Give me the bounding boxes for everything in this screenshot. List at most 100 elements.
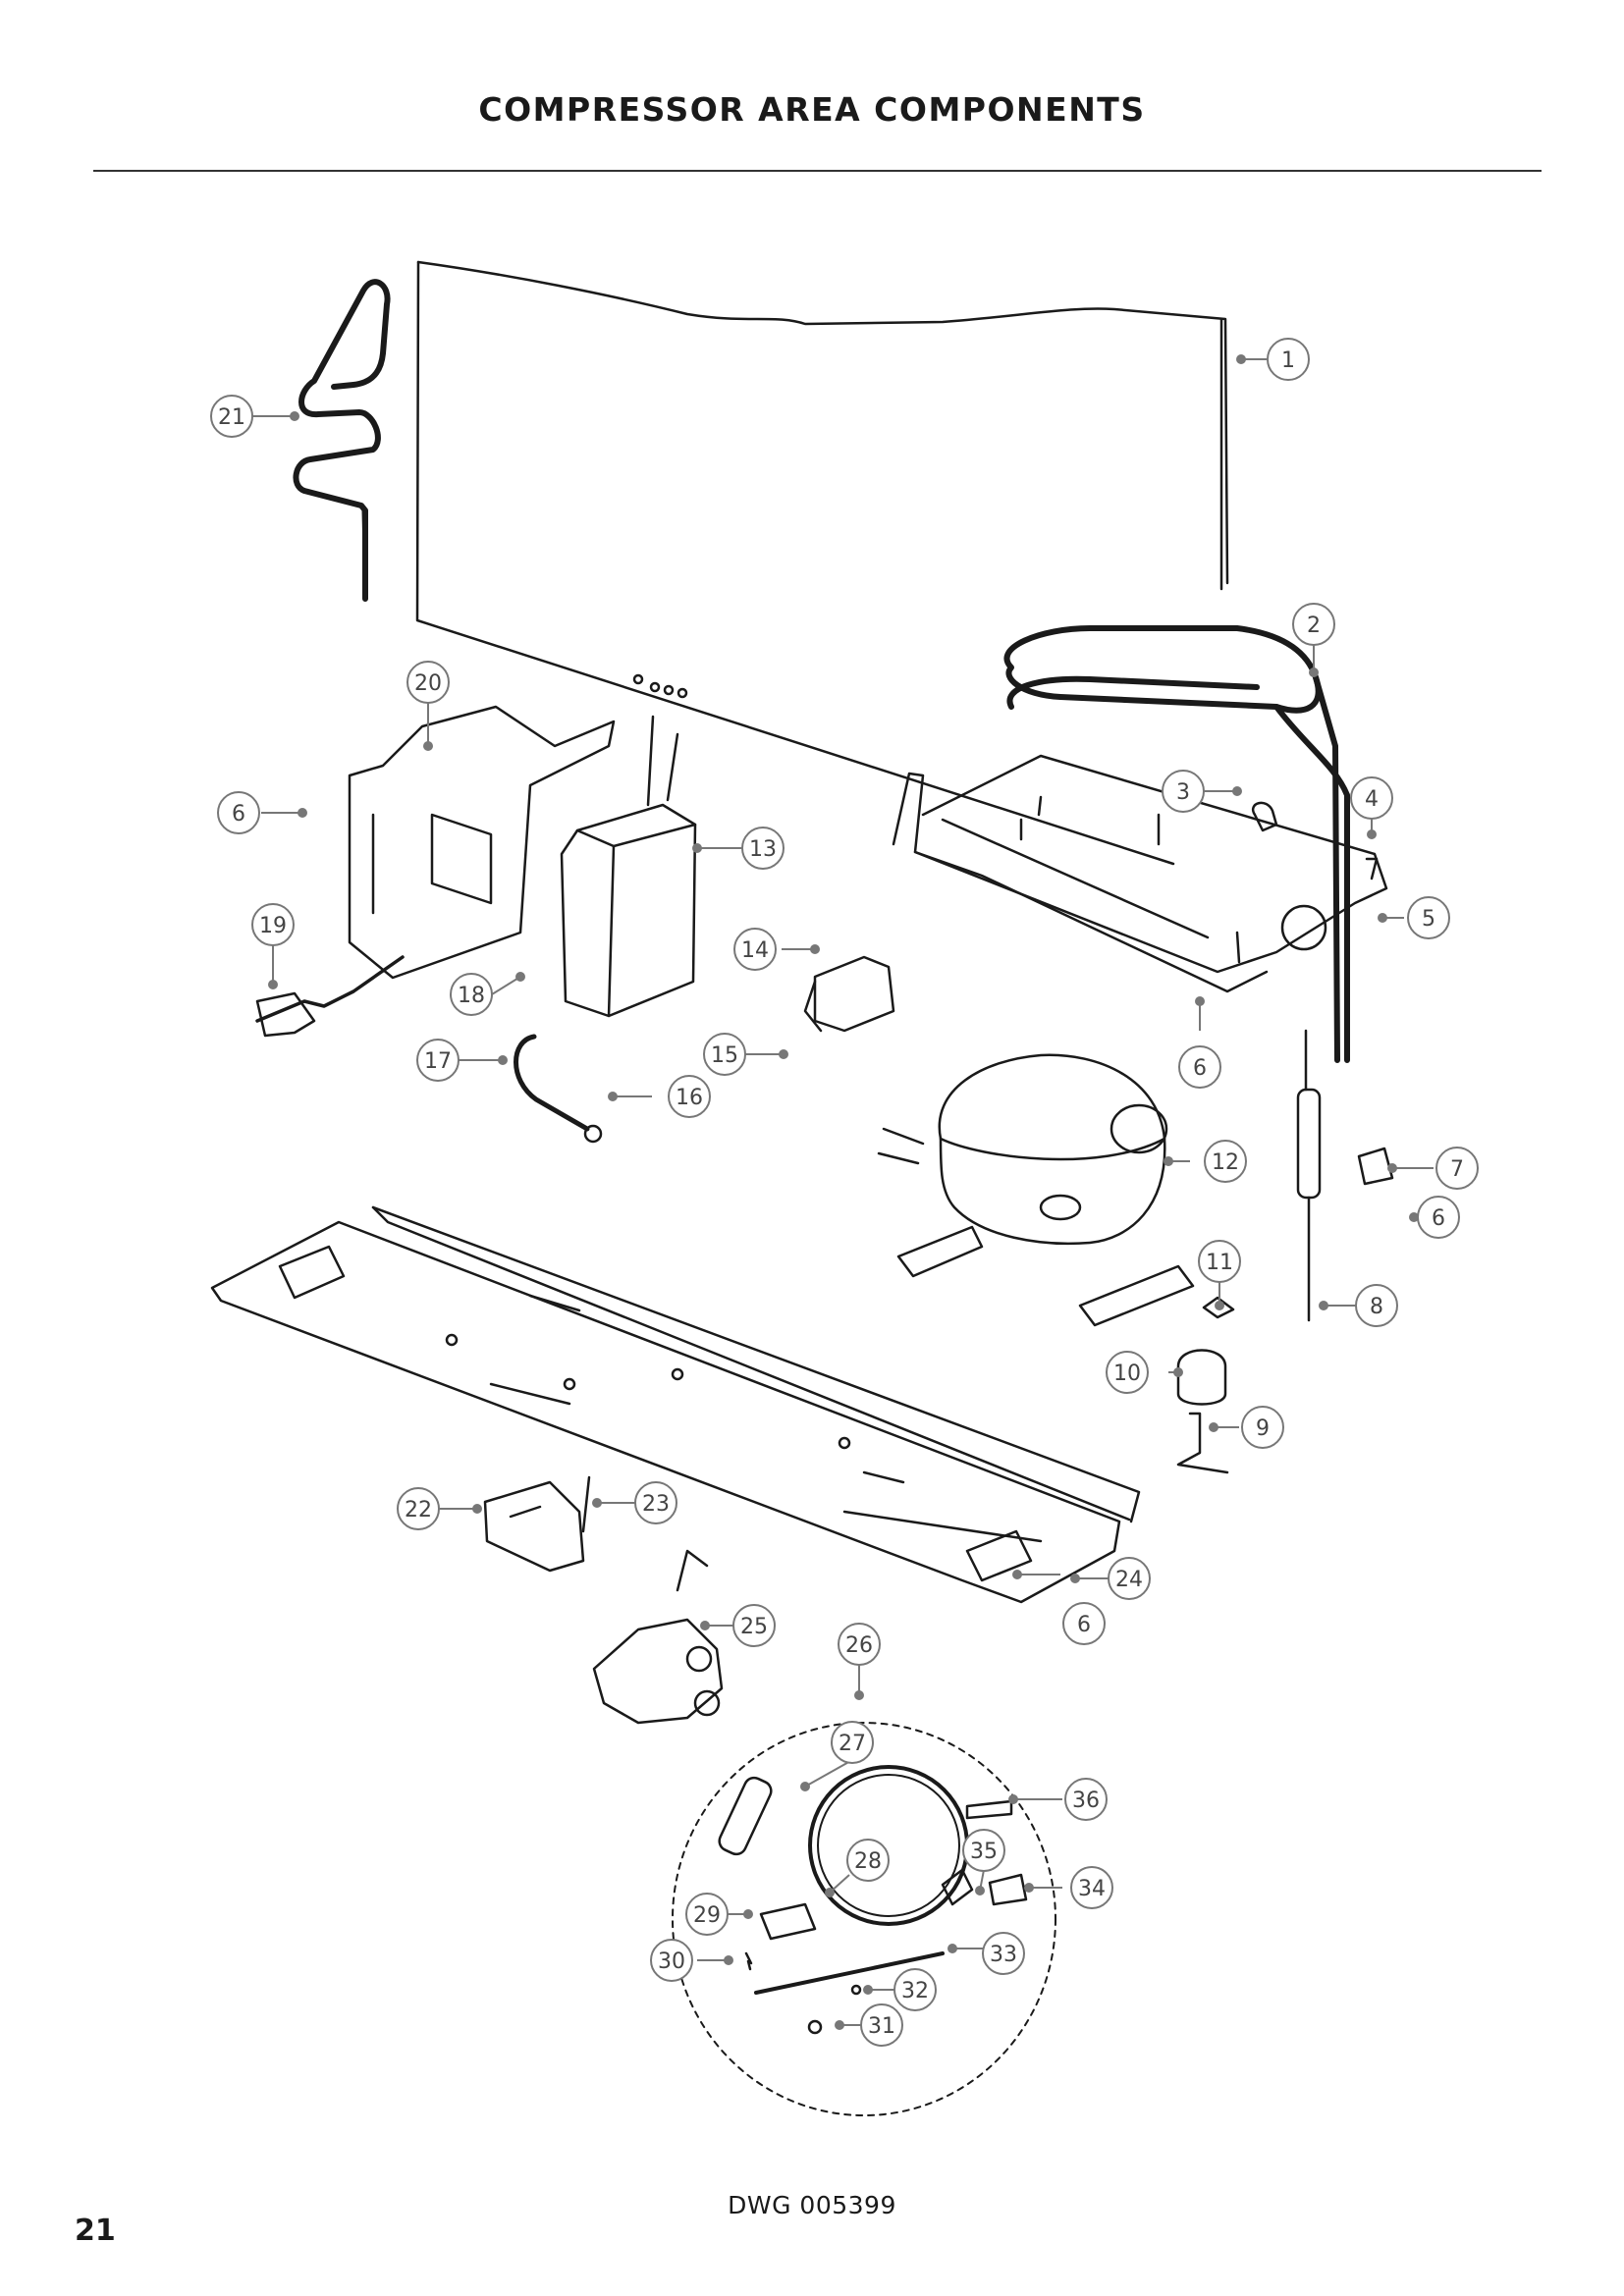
callout-bubble (1417, 1196, 1460, 1239)
callout-bubble (1064, 1778, 1108, 1821)
callout-number: 25 (740, 1615, 768, 1639)
callout-25: 25 (732, 1604, 776, 1647)
callout-number: 5 (1422, 907, 1435, 932)
part-27-filter (718, 1776, 773, 1856)
callout-number: 36 (1072, 1789, 1100, 1813)
callout-10: 10 (1106, 1351, 1149, 1394)
callout-number: 35 (970, 1840, 998, 1864)
part-28-tubing (808, 1765, 969, 1926)
callout-number: 10 (1113, 1362, 1141, 1386)
callout-bubble (217, 791, 260, 834)
callout-6: 6 (1062, 1602, 1106, 1645)
part-12-compressor (877, 1053, 1195, 1327)
callout-bubble (982, 1932, 1025, 1975)
callout-number: 31 (868, 2014, 895, 2039)
callout-bubble (1407, 896, 1450, 939)
part-33-rod (754, 1951, 945, 1995)
part-32-clip (850, 1984, 862, 1996)
callout-bubble (893, 1968, 937, 2011)
callout-number: 16 (676, 1086, 703, 1110)
part-35-clip (941, 1868, 974, 1906)
callout-number: 19 (259, 914, 287, 938)
callout-bubble (450, 973, 493, 1016)
callout-bubble (1108, 1557, 1151, 1600)
callout-number: 29 (693, 1903, 721, 1928)
callout-number: 27 (839, 1732, 866, 1756)
callout-number: 4 (1365, 787, 1379, 812)
callout-bubble (741, 827, 785, 870)
callout-7: 7 (1435, 1147, 1479, 1190)
callout-bubble (846, 1839, 890, 1882)
callout-number: 28 (854, 1849, 882, 1874)
callout-number: 6 (1193, 1056, 1207, 1081)
callout-number: 13 (749, 837, 777, 862)
page-number: 21 (75, 2214, 116, 2248)
callout-21: 21 (210, 395, 253, 438)
callout-11: 11 (1198, 1240, 1241, 1283)
part-20-control-box (348, 705, 616, 980)
part-36-fitting (965, 1799, 1013, 1820)
callout-bubble (732, 1604, 776, 1647)
callout-22: 22 (397, 1487, 440, 1530)
callout-bubble (668, 1075, 711, 1118)
callout-number: 26 (845, 1633, 873, 1658)
callout-30: 30 (650, 1939, 693, 1982)
callout-12: 12 (1204, 1140, 1247, 1183)
callout-33: 33 (982, 1932, 1025, 1975)
part-9-valve (1176, 1412, 1229, 1474)
part-7-clip (1357, 1147, 1394, 1186)
part-24-base-frame (210, 1205, 1141, 1604)
callout-number: 20 (414, 671, 442, 696)
callout-number: 6 (232, 802, 245, 827)
callout-36: 36 (1064, 1778, 1108, 1821)
callout-number: 2 (1307, 614, 1321, 638)
part-1-rear-panel (415, 260, 1229, 866)
callout-20: 20 (406, 661, 450, 704)
callout-3: 3 (1162, 770, 1205, 813)
callout-number: 22 (405, 1498, 432, 1522)
callout-bubble (685, 1893, 729, 1936)
callout-bubble (1178, 1045, 1221, 1089)
callout-bubble (1267, 338, 1310, 381)
callout-bubble (962, 1829, 1005, 1872)
callout-26: 26 (838, 1623, 881, 1666)
callout-31: 31 (860, 2003, 903, 2047)
callout-6: 6 (217, 791, 260, 834)
callout-number: 24 (1115, 1568, 1143, 1592)
callout-bubble (1162, 770, 1205, 813)
part-10-cushion (1176, 1349, 1227, 1406)
title-divider (93, 170, 1542, 172)
part-11-grommet (1202, 1296, 1235, 1319)
callout-19: 19 (251, 903, 295, 946)
part-4-screw (1365, 857, 1379, 881)
callout-4: 4 (1350, 776, 1393, 820)
callout-2: 2 (1292, 603, 1335, 646)
part-31-nut (807, 2019, 823, 2035)
part-22-bracket (483, 1480, 585, 1573)
callout-bubble (634, 1481, 677, 1524)
callout-number: 3 (1176, 780, 1190, 805)
callout-bubble (416, 1039, 460, 1082)
callout-13: 13 (741, 827, 785, 870)
callout-28: 28 (846, 1839, 890, 1882)
callout-bubble (1241, 1406, 1284, 1449)
part-21-heater-coil (293, 279, 391, 602)
callout-number: 21 (218, 405, 245, 430)
callout-6: 6 (1417, 1196, 1460, 1239)
callout-1: 1 (1267, 338, 1310, 381)
callout-number: 1 (1281, 348, 1295, 373)
callout-number: 34 (1078, 1877, 1106, 1901)
callout-32: 32 (893, 1968, 937, 2011)
callout-bubble (1435, 1147, 1479, 1190)
callout-bubble (1292, 603, 1335, 646)
callout-29: 29 (685, 1893, 729, 1936)
callout-bubble (251, 903, 295, 946)
callout-bubble (1350, 776, 1393, 820)
part-13-control-module (560, 715, 697, 1018)
callout-23: 23 (634, 1481, 677, 1524)
callout-bubble (838, 1623, 881, 1666)
part-23-bolt (581, 1475, 591, 1533)
callout-35: 35 (962, 1829, 1005, 1872)
part-25-water-valve (592, 1549, 724, 1725)
